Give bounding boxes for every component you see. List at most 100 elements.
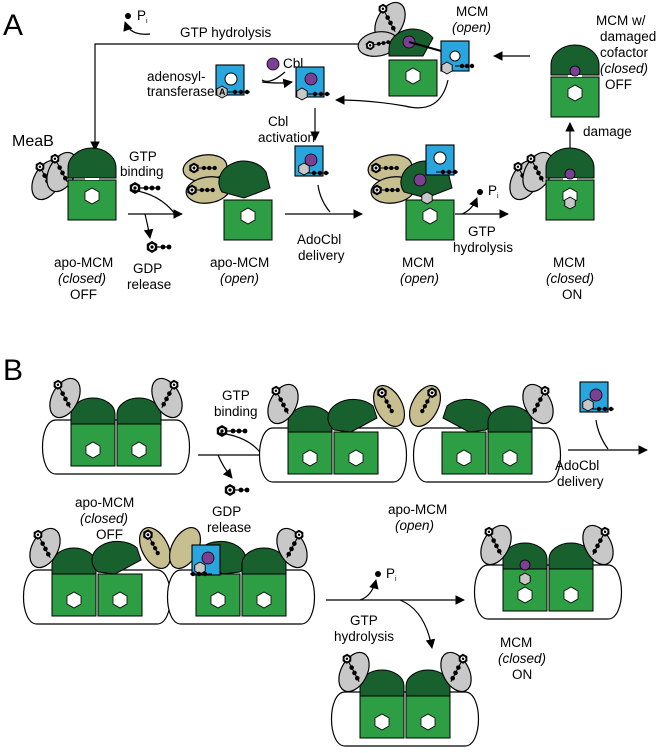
mcm-open-top-subtitle: (open)	[452, 20, 491, 35]
b-hydrolysis-line-1: GTP	[350, 613, 378, 628]
b-loaded-cbl-box	[190, 544, 221, 577]
free-cobalamin-icon	[266, 57, 280, 71]
pi-release-arrow	[123, 21, 151, 35]
cbl-activation-line-2: activation	[258, 130, 315, 145]
adenosyltransferase-line-2: transferase	[147, 84, 215, 99]
apo-closed-line-3: OFF	[70, 287, 97, 302]
mcm-on-adenosyl	[564, 196, 576, 210]
a-mcm-open-line-2: (open)	[400, 271, 439, 286]
b-pi-arrow	[359, 579, 379, 601]
loaded-at-box	[295, 66, 330, 101]
adenosyltransferase-line-1: adenosyl-	[147, 69, 206, 84]
damaged-cbl-box	[440, 40, 475, 75]
mcm-open-cbl-box	[425, 144, 458, 176]
mcm-open-cobalamin	[413, 173, 427, 187]
gtp-hydrolysis-top-label: GTP hydrolysis	[180, 25, 272, 40]
b-loaded-meab-left	[138, 527, 172, 569]
b-adocbl-box	[579, 381, 614, 413]
b-apo-open-line-2: (open)	[395, 518, 434, 533]
mcm-open-adenosyl	[421, 191, 433, 205]
a-mcm-on-line-1: MCM	[553, 255, 585, 270]
b-mcm-on-line-2: (closed)	[498, 651, 546, 666]
a-gtp-in-curve	[131, 189, 176, 215]
meab-label: MeaB	[12, 133, 54, 150]
svg-text:A: A	[219, 87, 226, 97]
a-adocbl-line-1: AdoCbl	[297, 232, 341, 247]
a-gdp-out-arrow	[143, 213, 154, 239]
a-mcm-on-line-3: ON	[562, 287, 582, 302]
b-pi-label: Pi	[386, 566, 397, 583]
apo-open-mcm	[218, 160, 273, 241]
b-apo-closed-line-1: apo-MCM	[75, 495, 134, 510]
b-apo-open-line-1: apo-MCM	[388, 502, 447, 517]
b-phosphate-dot	[375, 571, 381, 577]
a-adocbl-line-2: delivery	[298, 248, 345, 263]
b-gtp-binding-line-1: GTP	[222, 388, 250, 403]
phosphate-dot	[125, 13, 131, 19]
b-hydrolysis-down-arrow	[399, 599, 436, 649]
a-mcm-open-line-1: MCM	[402, 255, 434, 270]
b-gdp-release-line-2: release	[207, 520, 251, 535]
panel-b-label: B	[3, 354, 23, 387]
cbl-activation-line-1: Cbl	[268, 114, 288, 129]
a-mcm-on-line-2: (closed)	[546, 271, 594, 286]
b-apo-open-dimer-right	[412, 398, 562, 483]
damaged-line-5: OFF	[605, 77, 632, 92]
a-apo-open-line-1: apo-MCM	[210, 255, 269, 270]
b-adocbl-line-1: AdoCbl	[555, 458, 599, 473]
a-gdp-icon	[146, 240, 172, 254]
a-gdp-release-line-2: release	[127, 277, 171, 292]
b-apo-closed-dimer	[41, 397, 191, 475]
damaged-line-1: MCM w/	[596, 13, 646, 28]
b-adocbl-line-2: delivery	[557, 474, 604, 489]
b-mcm-on-line-1: MCM	[500, 635, 532, 650]
cofactor-return-arrow	[335, 79, 449, 109]
pi-top-label: Pi	[137, 8, 148, 25]
damage-label: damage	[583, 124, 632, 139]
a-mid-hydrolysis-line-1: GTP	[468, 224, 496, 239]
cbl-curve	[261, 71, 286, 82]
damaged-line-4: (closed)	[600, 61, 648, 76]
b-apo-closed-line-3: OFF	[96, 527, 123, 542]
b-gdp-out-arrow	[217, 454, 233, 479]
adocbl-box	[294, 145, 329, 177]
damaged-line-2: damaged	[600, 29, 656, 44]
a-adocbl-curve	[317, 184, 331, 213]
b-apo-closed-line-2: (closed)	[80, 511, 128, 526]
b-mcm-on-line-3: ON	[512, 667, 532, 682]
b-adocbl-curve	[595, 419, 609, 450]
apo-closed-line-1: apo-MCM	[54, 255, 113, 270]
a-apo-open-line-2: (open)	[220, 271, 259, 286]
a-mid-hydrolysis-line-2: hydrolysis	[453, 240, 513, 255]
b-gdp-release-line-1: GDP	[212, 504, 241, 519]
panel-a-label: A	[3, 9, 23, 42]
mcm-damaged	[550, 44, 600, 118]
gtp-hydrolysis-return-arrow	[90, 43, 378, 151]
adenosyltransferase-box: A	[215, 64, 250, 99]
b-gtp-binding-line-2: binding	[214, 404, 258, 419]
b-gtp-in-curve	[219, 432, 263, 456]
b-open-meab-right	[408, 385, 442, 427]
apo-closed-line-2: (closed)	[58, 271, 106, 286]
apo-closed-mcm	[67, 147, 117, 221]
b-gdp-icon	[224, 483, 250, 497]
cbl-loading-arrow	[261, 78, 293, 89]
a-mid-phosphate-dot	[477, 189, 483, 195]
b-bottom-dimer	[330, 669, 480, 747]
a-mid-pi-label: Pi	[488, 183, 499, 200]
a-gtp-icon	[129, 181, 161, 195]
a-gdp-release-line-1: GDP	[133, 261, 162, 276]
b-open-meab-left	[372, 385, 406, 427]
b-hydrolysis-line-2: hydrolysis	[334, 629, 394, 644]
mcm-open-top-title: MCM	[456, 4, 488, 19]
a-gtp-binding-line-2: binding	[120, 164, 164, 179]
b-apo-open-dimer-left	[258, 398, 408, 483]
b-loaded-dimer-left	[22, 540, 172, 625]
b-mcm-on-dimer	[473, 542, 623, 620]
damaged-line-3: cofactor	[600, 45, 649, 60]
a-gtp-binding-line-1: GTP	[129, 149, 157, 164]
mcm-on-mcm	[545, 147, 595, 221]
a-mid-pi-arrow	[461, 197, 479, 215]
